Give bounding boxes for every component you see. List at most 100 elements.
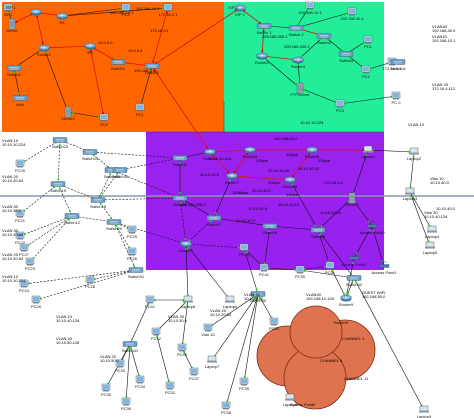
device-pc[interactable]: PC2 (361, 65, 371, 79)
device-switch[interactable]: Switch41 (122, 341, 139, 354)
device-laptop[interactable]: Laptop4 (425, 225, 440, 239)
device-server[interactable]: Server2 (345, 192, 360, 207)
device-access-point[interactable]: Access Point0 (359, 221, 385, 236)
device-laptop[interactable]: Laptop3 (403, 187, 418, 201)
device-pc[interactable]: PC33 (115, 359, 126, 373)
device-pc[interactable]: PC37 (189, 367, 200, 381)
device-pc[interactable]: PC32 (165, 381, 176, 395)
device-switch[interactable]: Switch2 (144, 63, 160, 76)
device-switch[interactable]: Switch20 (106, 219, 123, 232)
device-router[interactable]: Router8 (283, 176, 298, 189)
device-hub[interactable]: Hub (12, 95, 28, 108)
device-switch[interactable]: Switch30 (112, 167, 129, 180)
device-pc[interactable]: PC34 (135, 375, 146, 389)
device-pc[interactable]: PC1 (363, 35, 373, 49)
device-pc[interactable]: PC35 (101, 383, 112, 397)
address-label: 10.10.10.8 (248, 206, 268, 211)
device-laptop[interactable]: Laptop7 (205, 355, 220, 369)
device-label: Switch42 (346, 282, 363, 287)
device-pc[interactable]: Vlan 10 (201, 323, 216, 337)
device-switch[interactable]: Switch1 (110, 59, 126, 72)
device-router[interactable]: Router2 (255, 52, 270, 65)
device-pc[interactable]: PC0 (121, 3, 131, 17)
device-router[interactable]: Router7 (179, 240, 194, 253)
device-switch[interactable]: Switch8 (262, 223, 278, 236)
device-server[interactable]: Server1 (61, 106, 76, 121)
device-router[interactable]: Router4 (203, 148, 218, 161)
device-switch[interactable]: Switch3 (316, 33, 332, 46)
device-switch[interactable]: Switch23 (52, 137, 69, 150)
device-server[interactable]: Server (6, 18, 19, 33)
device-server[interactable]: FTPServer (290, 82, 310, 97)
device-switch[interactable]: Switch31 (128, 267, 145, 280)
pc-icon (165, 381, 175, 390)
device-access-point[interactable]: Access Point2 (341, 253, 367, 268)
device-switch[interactable]: Switch12 (64, 213, 81, 226)
device-switch[interactable]: Switch24 (82, 149, 99, 162)
device-router[interactable]: Router9 (339, 294, 354, 307)
device-pc[interactable]: PC41 (259, 263, 270, 277)
device-switch[interactable]: Switch7 (206, 215, 222, 228)
device-pc[interactable]: PC43 (177, 343, 188, 357)
device-router[interactable]: R5 (84, 42, 96, 55)
device-pc[interactable]: PC27 (19, 243, 30, 257)
device-switch[interactable]: Switch40 (250, 291, 267, 304)
device-pc[interactable]: PC50 (269, 317, 280, 331)
device-router[interactable]: ISP 2 (234, 4, 246, 17)
device-switch[interactable]: Switch5 (172, 155, 188, 168)
device-switch[interactable]: Switch18 (90, 197, 107, 210)
device-router[interactable]: Router5 (243, 146, 258, 159)
device-switch[interactable]: Switch9 (310, 227, 326, 240)
device-pc[interactable]: PC42 (151, 327, 162, 341)
device-pc[interactable]: PC40 (239, 243, 250, 257)
device-router[interactable] (30, 8, 42, 16)
device-pc[interactable]: 172.16.0.1 (159, 3, 179, 17)
device-laptop[interactable]: Laptop9 (417, 405, 432, 418)
port-status-dot (162, 7, 165, 10)
device-laptop[interactable]: Laptop8 (283, 393, 298, 407)
device-pc[interactable]: PC39 (239, 377, 250, 391)
device-pc[interactable]: PC21 (15, 209, 26, 223)
device-laptop[interactable]: Laptop6 (181, 295, 196, 309)
device-pc[interactable]: PC36 (121, 397, 132, 411)
device-switch[interactable]: Switch42 (346, 275, 363, 288)
switch-icon (90, 197, 106, 203)
device-switch[interactable]: Switch4 (338, 51, 354, 64)
device-pc[interactable]: PC3 (335, 99, 345, 113)
device-pc[interactable]: PC20 (15, 159, 26, 173)
device-switch[interactable]: Switch19 (50, 181, 67, 194)
network-link (97, 197, 181, 201)
device-pc[interactable]: PC1 (135, 103, 145, 117)
device-pc[interactable]: PC26 (127, 247, 138, 261)
device-switch[interactable]: Switch 1 (256, 23, 272, 36)
device-router[interactable]: Router7 (225, 172, 240, 185)
device-pc[interactable]: PC25 (127, 225, 138, 239)
device-pc[interactable]: 192.168.40.1 (340, 7, 364, 21)
device-pc[interactable]: PC 0 (392, 91, 402, 105)
device-router[interactable]: Router1 (37, 44, 52, 57)
device-pc[interactable]: PC29 (31, 295, 42, 309)
device-laptop[interactable]: Laptop0 (223, 295, 238, 309)
device-pc[interactable]: PC31 (325, 261, 336, 275)
device-pc[interactable]: PC0 (99, 113, 109, 127)
device-pc[interactable]: PC38 (221, 401, 232, 415)
device-pc[interactable]: PC41 (145, 295, 156, 309)
device-switch[interactable]: Switch1 (6, 65, 22, 78)
device-router[interactable]: Router3 (291, 56, 306, 69)
device-access-point[interactable]: Access Point1 (371, 261, 397, 276)
device-switch[interactable]: Switch 2 (288, 25, 304, 38)
device-pc[interactable]: PC30 (295, 265, 306, 279)
device-pc[interactable]: 192.168.10.1 (298, 1, 322, 15)
device-laptop[interactable]: Laptop2 (407, 147, 422, 161)
device-switch[interactable]: Switch6 (172, 195, 188, 208)
device-laptop[interactable]: Laptop5 (423, 241, 438, 255)
device-laptop[interactable]: Laptop1 (361, 145, 376, 159)
device-switch[interactable]: Switch11 (390, 59, 407, 72)
device-router[interactable]: R4 (56, 12, 68, 25)
device-pc[interactable]: ISP1 (4, 3, 13, 17)
device-router[interactable]: Router6 (305, 146, 320, 159)
device-pc[interactable]: PC24 (19, 279, 30, 293)
device-pc[interactable]: PC28 (85, 275, 96, 289)
device-pc[interactable]: PC23 (25, 257, 36, 271)
device-pc[interactable]: PC22 (15, 231, 26, 245)
